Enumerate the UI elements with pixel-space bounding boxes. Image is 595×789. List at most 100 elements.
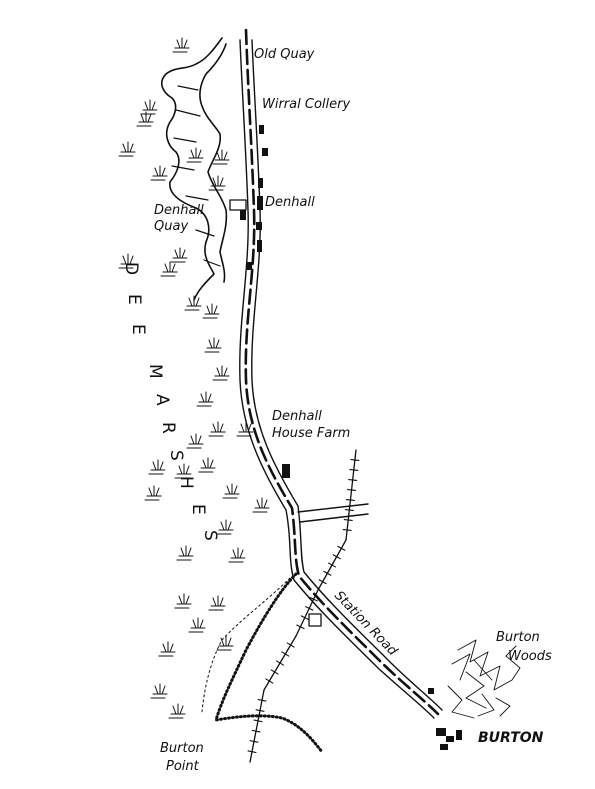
hatched-railway — [247, 449, 360, 763]
main-road — [239, 39, 443, 719]
reed-tuft — [174, 593, 192, 609]
marsh-letter: E — [188, 504, 208, 515]
reed-tuft — [148, 459, 166, 475]
reed-tuft — [216, 635, 234, 651]
label-denhall-quay-1: Denhall — [154, 203, 204, 218]
dotted-coast — [201, 572, 324, 754]
reed-tuft — [150, 165, 168, 181]
marsh-letter: S — [166, 450, 186, 461]
reed-tuft — [160, 261, 178, 277]
railway-sleeper — [247, 750, 257, 754]
label-burton-point-1: Burton — [160, 741, 204, 756]
railway-sleeper — [347, 489, 357, 491]
label-denhall-quay-2: Quay — [154, 219, 188, 234]
label-denhall-house-farm-2: House Farm — [272, 426, 350, 441]
side-road — [297, 503, 369, 523]
reed-tuft — [158, 641, 176, 657]
railway-sleeper — [286, 642, 295, 648]
denhall-track — [229, 199, 247, 211]
railway-sleeper — [251, 729, 261, 733]
label-denhall-house-farm-1: Denhall — [272, 409, 322, 424]
marsh-letter: H — [176, 476, 196, 489]
railway-sleeper — [249, 740, 259, 743]
railway-sleeper — [281, 651, 290, 657]
railway-sleeper — [276, 660, 284, 666]
railway-track — [295, 589, 319, 637]
railway-sleeper — [296, 624, 305, 630]
reed-tuft — [144, 485, 162, 501]
railway-sleeper — [305, 606, 314, 611]
marsh-letter: S — [200, 530, 220, 541]
marsh-creek-outline — [160, 37, 228, 301]
reed-tuft — [168, 703, 186, 719]
railway-sleeper — [255, 709, 265, 712]
reed-tuft — [140, 99, 158, 115]
label-dee-marshes: D E E M A R S H E S — [121, 262, 220, 541]
railway-track — [249, 689, 265, 763]
railway-sleeper — [348, 479, 358, 481]
reed-tuft — [174, 463, 192, 479]
label-old-quay: Old Quay — [254, 47, 315, 62]
reed-tuft — [208, 421, 226, 437]
railway-sleeper — [300, 615, 309, 620]
reed-tuft — [118, 253, 136, 269]
railway-sleeper — [344, 509, 354, 511]
label-burton-woods-2: Woods — [508, 649, 552, 664]
reed-tuft — [172, 37, 190, 53]
railway-sleeper — [309, 596, 318, 602]
railway-sleeper — [257, 698, 267, 702]
reed-tuft — [184, 295, 202, 311]
reed-tuft — [186, 147, 204, 163]
reed-tuft — [150, 683, 168, 699]
reed-tuft — [204, 337, 222, 353]
marsh-letter: A — [152, 394, 172, 406]
reed-tuft — [208, 175, 226, 191]
reed-tuft — [202, 303, 220, 319]
reed-tuft — [196, 391, 214, 407]
railway-sleeper — [343, 519, 353, 521]
railway-line — [244, 28, 440, 716]
reed-tuft — [136, 111, 154, 127]
reed-tuft — [252, 497, 270, 513]
railway-sleeper — [323, 570, 332, 576]
burton-woods-sketch — [447, 639, 521, 719]
marsh-letter: E — [128, 324, 148, 335]
railway-sleeper — [342, 529, 352, 531]
marsh-reed-tufts — [118, 37, 270, 719]
reed-tuft — [212, 149, 230, 165]
railway-sleeper — [318, 579, 327, 585]
reed-tuft — [212, 365, 230, 381]
marsh-letter: M — [145, 364, 165, 379]
railway-sleeper — [349, 469, 359, 471]
reed-tuft — [186, 433, 204, 449]
label-burton: BURTON — [478, 730, 544, 746]
reed-tuft — [118, 141, 136, 157]
railway-track — [345, 449, 357, 541]
reed-tuft — [198, 457, 216, 473]
railway-sleeper — [337, 545, 346, 551]
railway-sleeper — [270, 669, 279, 675]
railway-sleeper — [265, 678, 274, 684]
label-denhall: Denhall — [265, 195, 315, 210]
reed-tuft — [188, 617, 206, 633]
label-burton-point-2: Point — [166, 759, 200, 774]
reed-tuft — [208, 595, 226, 611]
reed-tuft — [228, 547, 246, 563]
reed-tuft — [236, 421, 254, 437]
reed-tuft — [216, 519, 234, 535]
railway-sleeper — [327, 562, 337, 568]
marsh-letter: R — [158, 422, 178, 434]
railway-sleeper — [350, 459, 360, 461]
label-burton-woods-1: Burton — [496, 630, 540, 645]
railway-sleeper — [345, 499, 355, 501]
reed-tuft — [222, 483, 240, 499]
marsh-letter: E — [124, 294, 144, 305]
label-wirral-colliery: Wirral Collery — [262, 97, 350, 112]
reed-tuft — [176, 545, 194, 561]
buildings — [240, 125, 462, 750]
marsh-letter: D — [121, 262, 141, 275]
small-square — [308, 613, 322, 627]
railway-sleeper — [332, 554, 341, 560]
railway-sleeper — [253, 719, 263, 723]
